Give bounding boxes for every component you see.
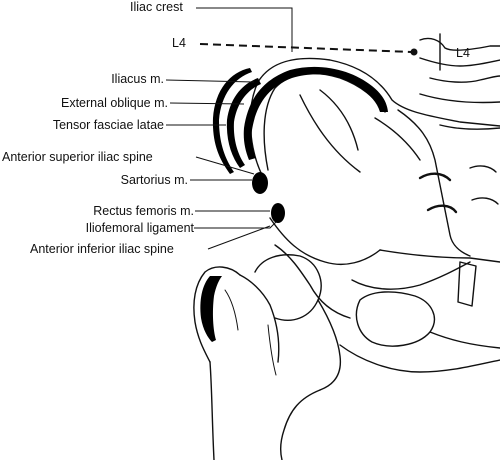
label-iliac-crest: Iliac crest [130, 0, 183, 14]
leader-iliacus [165, 79, 255, 83]
femoral-shaft-lateral [209, 361, 215, 460]
leader-external-oblique [169, 102, 245, 105]
leader-asis [195, 156, 255, 175]
leader-l4 [199, 43, 413, 53]
label-external-oblique: External oblique m. [60, 96, 168, 110]
obturator-foramen [355, 291, 435, 347]
femoral-neck-upper [239, 274, 280, 363]
label-asis: Anterior superior iliac spine [2, 150, 153, 164]
lumbar-vertebra-l4 [419, 37, 500, 51]
label-l4-right: L4 [456, 46, 470, 60]
leader-iliac-crest [196, 7, 293, 52]
l4-marker [410, 48, 418, 56]
greater-trochanter [193, 266, 241, 363]
label-aiis: Anterior inferior iliac spine [30, 242, 174, 256]
gluteus-attachment [200, 276, 222, 342]
label-rectus-femoris: Rectus femoris m. [93, 204, 194, 218]
femoral-neck-lower [317, 299, 342, 391]
label-sartorius: Sartorius m. [120, 173, 188, 187]
label-iliacus: Iliacus m. [111, 72, 164, 86]
leader-aiis [207, 225, 271, 250]
label-iliofemoral-ligament: Iliofemoral ligament [85, 221, 194, 235]
rectus-femoris-attachment [271, 203, 285, 223]
femoral-shaft-medial [279, 389, 321, 460]
pubic-symphysis [457, 261, 477, 307]
sartorius-attachment [252, 172, 268, 194]
tensor-fasciae-latae-attachment [226, 78, 261, 168]
label-l4-left: L4 [172, 36, 186, 50]
acetabulum-outline [269, 217, 381, 266]
external-oblique-attachment [212, 68, 252, 174]
sacrum-outline [397, 109, 471, 257]
femoral-head [254, 254, 322, 321]
label-tensor-fasciae-latae: Tensor fasciae latae [52, 118, 164, 132]
leader-iliofemoral [194, 221, 277, 229]
